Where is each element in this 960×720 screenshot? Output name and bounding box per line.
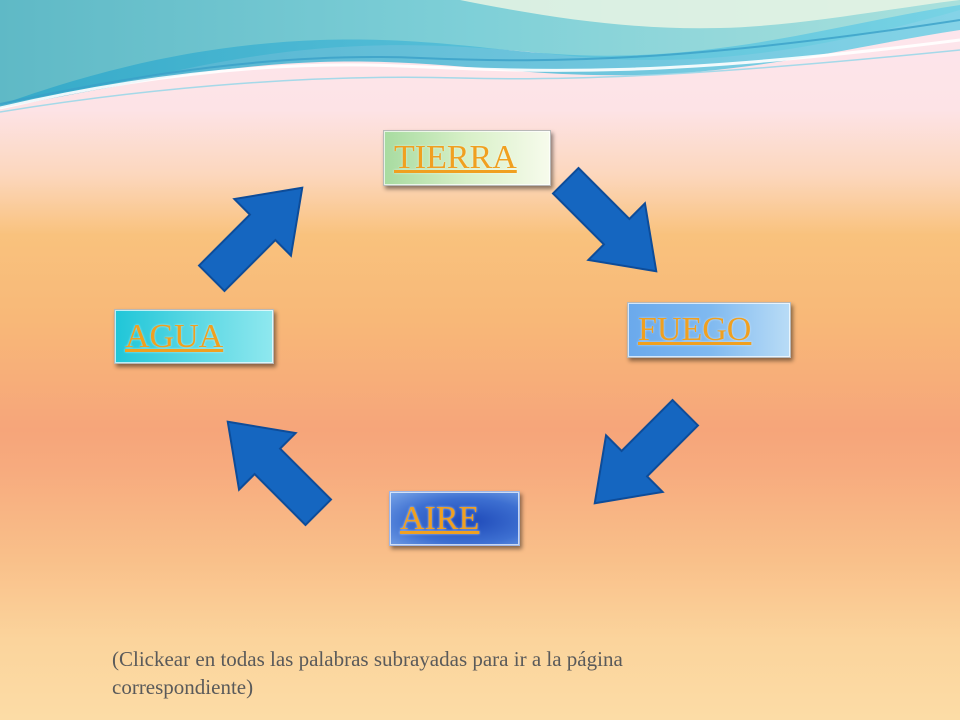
fuego-link[interactable]: FUEGO	[638, 311, 752, 348]
arrow-aire-to-agua-icon	[226, 420, 333, 527]
tierra-link[interactable]: TIERRA	[394, 139, 517, 176]
agua-link-box[interactable]: AGUA	[114, 309, 274, 364]
arrow-tierra-to-fuego-icon	[551, 166, 658, 273]
fuego-link-box[interactable]: FUEGO	[627, 302, 791, 358]
caption-line-2: correspondiente)	[112, 675, 254, 699]
tierra-link-box[interactable]: TIERRA	[383, 130, 551, 186]
header-wave-decoration	[0, 0, 960, 113]
caption-line-1: (Clickear en todas las palabras subrayad…	[112, 647, 623, 671]
arrow-agua-to-tierra-icon	[197, 186, 304, 293]
arrow-fuego-to-aire-icon	[593, 398, 700, 505]
agua-link[interactable]: AGUA	[125, 317, 224, 355]
aire-link-box[interactable]: AIRE	[389, 491, 520, 546]
instruction-caption: (Clickear en todas las palabras subrayad…	[112, 645, 832, 701]
aire-link[interactable]: AIRE	[400, 499, 480, 537]
